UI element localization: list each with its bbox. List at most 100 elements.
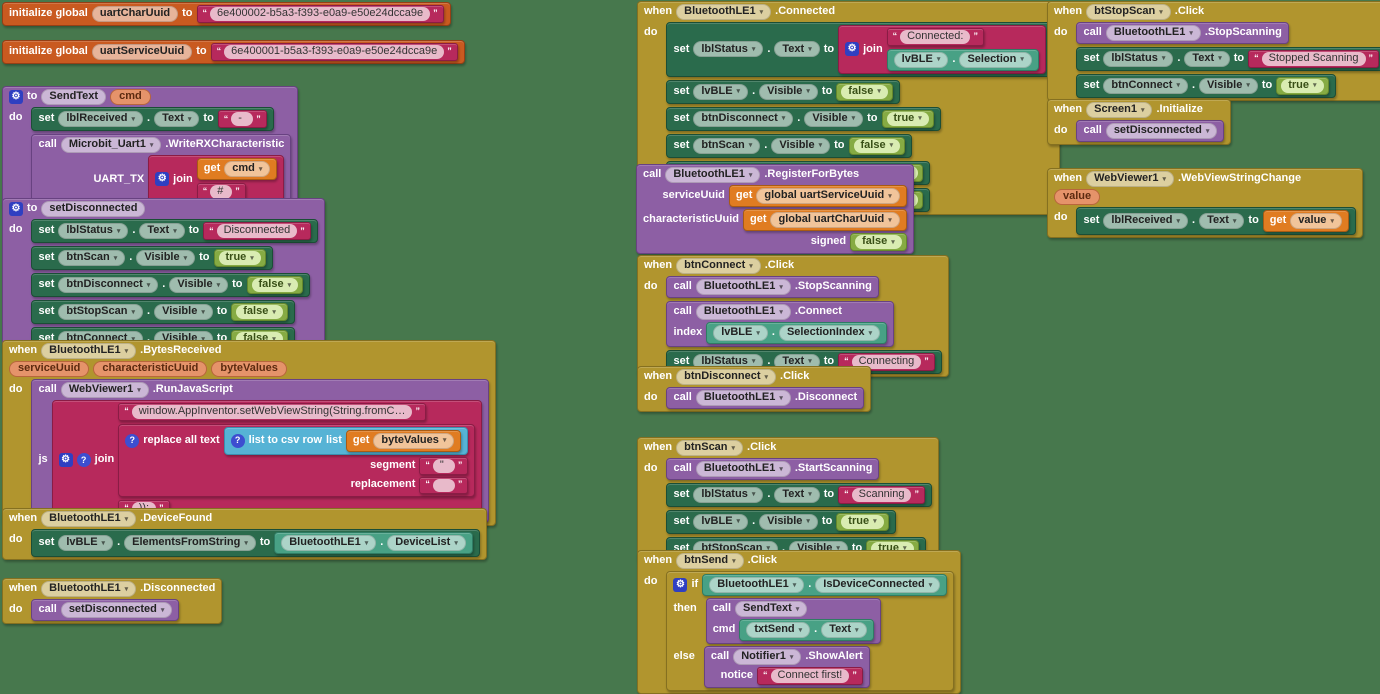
logic-block-false[interactable]: false▾: [836, 82, 893, 101]
dropdown-lvble[interactable]: lvBLE▾: [693, 513, 749, 530]
dropdown-visible[interactable]: Visible▾: [1199, 77, 1258, 94]
param-bytevalues[interactable]: byteValues: [211, 361, 287, 377]
string-value[interactable]: 6e400002-b5a3-f393-e0a9-e50e24dcca9e: [210, 7, 431, 21]
logic-block-true[interactable]: true▾: [213, 249, 266, 267]
logic-value-true[interactable]: true▾: [1281, 78, 1324, 93]
component-property-block[interactable]: BluetoothLE1▾.IsDeviceConnected▾: [702, 574, 948, 596]
field-sendtext[interactable]: SendText: [41, 89, 107, 106]
logic-block-false[interactable]: false▾: [850, 233, 907, 251]
dropdown-btnsend[interactable]: btnSend▾: [676, 553, 744, 569]
dropdown-visible[interactable]: Visible▾: [759, 513, 818, 530]
mutator-gear-icon[interactable]: ⚙: [155, 172, 170, 187]
param-serviceuuid[interactable]: serviceUuid: [9, 361, 90, 377]
dropdown-value[interactable]: value▾: [1290, 213, 1342, 229]
dropdown-bytevalues[interactable]: byteValues▾: [373, 432, 455, 449]
dropdown-setdisconnected[interactable]: setDisconnected▾: [1105, 123, 1218, 139]
logic-value-false[interactable]: false▾: [251, 278, 299, 292]
dropdown-sendtext[interactable]: SendText▾: [735, 601, 808, 617]
dropdown-selectionindex[interactable]: SelectionIndex▾: [778, 325, 881, 341]
string-value[interactable]: -: [231, 112, 254, 126]
field-uartserviceuuid[interactable]: uartServiceUuid: [91, 43, 193, 60]
help-icon[interactable]: ?: [125, 433, 140, 448]
dropdown-text[interactable]: Text▾: [774, 353, 820, 370]
string-value[interactable]: 6e400001-b5a3-f393-e0a9-e50e24dcca9e: [224, 45, 445, 59]
dropdown-text[interactable]: Text▾: [1184, 50, 1230, 67]
logic-value-false[interactable]: false▾: [853, 138, 901, 153]
dropdown-lblstatus[interactable]: lblStatus▾: [693, 353, 764, 370]
dropdown-global-uartserviceuuid[interactable]: global uartServiceUuid▾: [756, 188, 900, 204]
dropdown-btndisconnect[interactable]: btnDisconnect▾: [693, 110, 794, 127]
string-value[interactable]: ": [432, 458, 455, 473]
string-literal-block[interactable]: “Scanning”: [838, 486, 925, 504]
join-block[interactable]: ⚙?join“window.AppInventor.setWebViewStri…: [51, 400, 483, 521]
dropdown-devicelist[interactable]: DeviceList▾: [387, 535, 466, 551]
string-value[interactable]: Connect first!: [770, 669, 850, 683]
string-literal-block[interactable]: “"”: [419, 456, 469, 475]
dropdown-lblstatus[interactable]: lblStatus▾: [693, 486, 764, 503]
dropdown-notifier1[interactable]: Notifier1▾: [733, 649, 802, 665]
logic-value-false[interactable]: false▾: [855, 235, 902, 249]
component-property-block[interactable]: txtSend▾.Text▾: [739, 619, 874, 641]
dropdown-lblreceived[interactable]: lblReceived▾: [1103, 213, 1189, 229]
logic-value-false[interactable]: false▾: [841, 84, 888, 99]
dropdown-lblreceived[interactable]: lblReceived▾: [58, 111, 144, 128]
string-literal-block[interactable]: “-”: [217, 110, 267, 128]
dropdown-bluetoothle1[interactable]: BluetoothLE1▾: [1105, 25, 1201, 41]
mutator-gear-icon[interactable]: ⚙: [673, 578, 688, 592]
field-setdisconnected[interactable]: setDisconnected: [41, 201, 146, 218]
dropdown-visible[interactable]: Visible▾: [771, 137, 831, 154]
string-value[interactable]: Disconnected: [216, 224, 298, 238]
dropdown-lblstatus[interactable]: lblStatus▾: [1103, 50, 1174, 67]
string-literal-block[interactable]: “Connect first!”: [757, 667, 863, 685]
dropdown-lblstatus[interactable]: lblStatus▾: [693, 41, 764, 58]
dropdown-lvble[interactable]: lvBLE▾: [58, 535, 114, 551]
dropdown-bluetoothle1[interactable]: BluetoothLE1▾: [41, 511, 137, 527]
string-literal-block[interactable]: “Disconnected”: [203, 222, 311, 240]
dropdown-lvble[interactable]: lvBLE▾: [893, 51, 949, 68]
dropdown-text[interactable]: Text▾: [774, 41, 820, 58]
dropdown-visible[interactable]: Visible▾: [169, 277, 229, 293]
string-value[interactable]: Connecting: [851, 355, 922, 369]
dropdown-setdisconnected[interactable]: setDisconnected▾: [60, 602, 173, 618]
dropdown-text[interactable]: Text▾: [1199, 213, 1245, 229]
dropdown-lvble[interactable]: lvBLE▾: [713, 325, 768, 341]
dropdown-screen1[interactable]: Screen1▾: [1086, 102, 1153, 118]
dropdown-text[interactable]: Text▾: [139, 223, 185, 240]
logic-block-false[interactable]: false▾: [246, 276, 304, 294]
string-literal-block[interactable]: “Stopped Scanning”: [1248, 50, 1380, 68]
logic-value-true[interactable]: true▾: [886, 111, 929, 126]
mutator-gear-icon[interactable]: ⚙: [58, 453, 73, 468]
dropdown-lvble[interactable]: lvBLE▾: [693, 83, 749, 100]
